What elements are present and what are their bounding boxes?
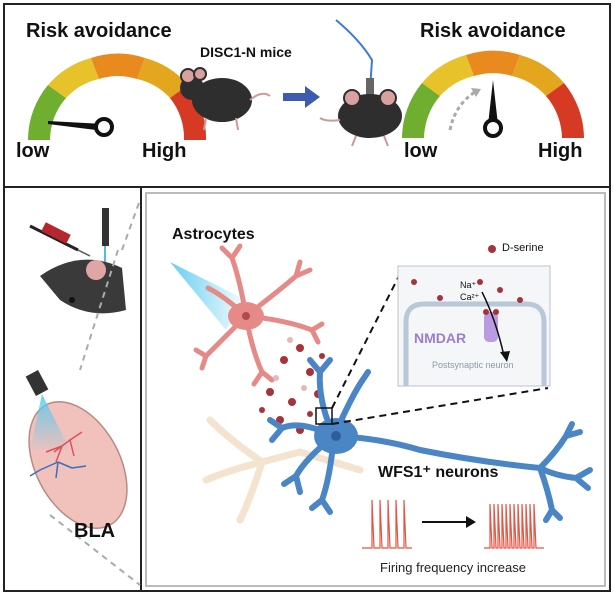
gauge-shift-arrow [448,90,476,131]
ion-flow-arrow [481,291,505,357]
zoom-line [79,249,119,371]
gauge-segment-yellow [48,58,99,98]
risk-avoidance-title-before: Risk avoidance [26,20,172,42]
mouse-icon [180,67,271,131]
zoom-line [49,514,141,586]
gauge-pivot [483,118,503,138]
postsynaptic-label: Postsynaptic neuron [432,360,514,370]
gauge-low-label-after: low [404,140,438,162]
gauge-pivot [94,117,114,137]
electrode-icon [102,208,109,262]
astrocytes-label: Astrocytes [172,226,255,243]
gauge-needle [488,80,498,125]
mouse-head-icon [40,259,126,314]
calcium-label: Ca²⁺ [460,292,480,302]
nmdar-channel [484,312,498,342]
postsynaptic-membrane [403,301,547,386]
gauge-segment-dark-orange [137,58,188,98]
gauge-shift-arrowhead [471,88,481,97]
mice-label: DISC1-N mice [200,44,292,60]
gauge-high-label-before: High [142,140,187,162]
syringe-icon [29,222,91,257]
gauge-segment-red [546,83,584,138]
mouse-with-optic-fiber-icon [319,19,402,147]
gauge-segment-orange [466,50,520,76]
gauge-needle [48,121,104,131]
main-panel-frame [145,192,606,587]
dserine-label: D-serine [502,242,544,254]
inset-frame [397,265,551,387]
gauge-segment-green [402,83,440,138]
gauge-low-label-before: low [16,140,50,162]
bla-label: BLA [74,520,116,542]
zoom-line [121,199,141,251]
firing-trace-after [484,503,544,549]
background-neuron [202,416,364,524]
comparison-arrow [422,516,476,528]
astrocyte-cell [170,243,325,387]
gauge-segment-red [170,85,207,140]
nmdar-label: NMDAR [414,330,467,346]
dserine-particles-faded [273,337,307,391]
firing-frequency-label: Firing frequency increase [380,560,526,575]
firing-trace-before [362,499,412,549]
gauge-high-label-after: High [538,140,583,162]
gauge-segment-dark-orange [512,55,564,96]
optic-fiber-icon [25,370,49,396]
sodium-label: Na⁺ [460,280,477,290]
zoom-line [331,387,549,425]
wfs1-neuron [267,357,593,523]
bla-region [25,370,128,529]
gauge-segment-yellow [422,55,474,96]
dserine-legend-dot [488,245,496,253]
light-beam [170,262,246,330]
gauge-after [402,50,584,138]
risk-avoidance-title-after: Risk avoidance [420,20,566,42]
gauge-segment-orange [91,53,145,79]
wfs1-neurons-label: WFS1⁺ neurons [378,464,499,481]
gauge-before [28,53,207,140]
zoom-box [315,407,333,425]
transition-arrow [283,86,320,108]
zoom-line [331,269,403,409]
gauge-segment-green [28,85,66,140]
synapse-inset [397,265,551,387]
